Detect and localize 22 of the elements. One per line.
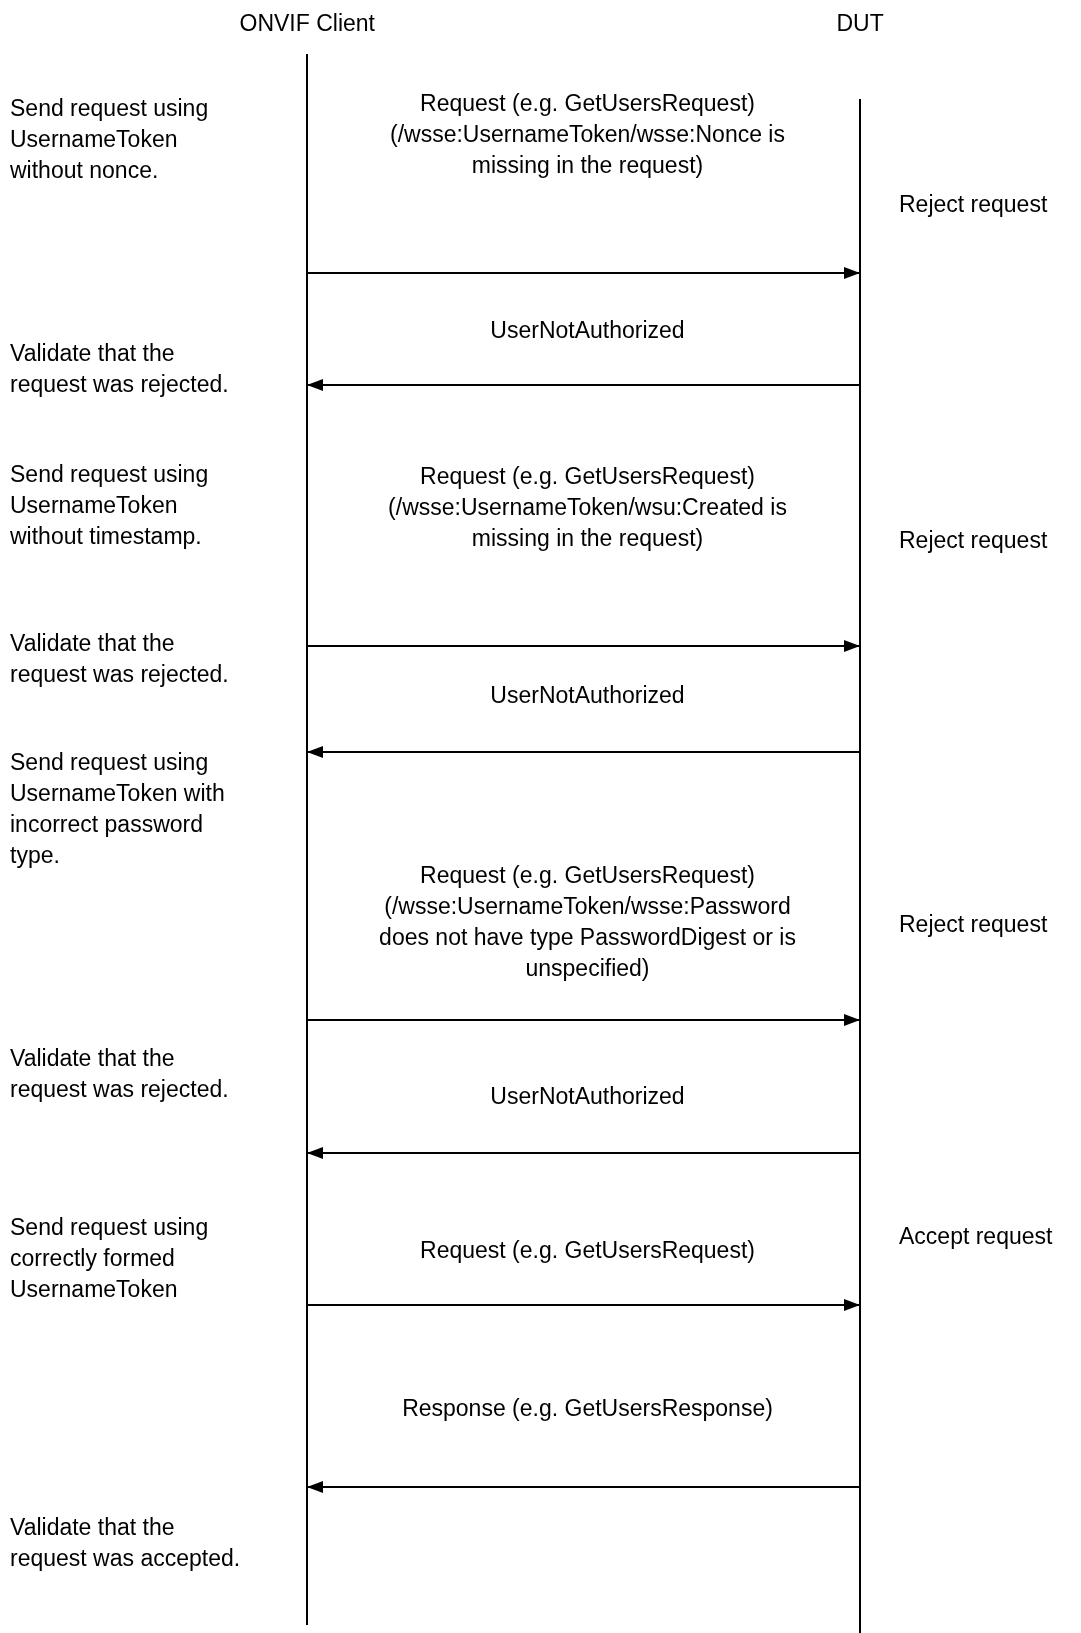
lifeline-header: ONVIF Client	[239, 9, 375, 38]
message-label: UserNotAuthorized	[489, 681, 686, 710]
device-step-note: Reject request	[899, 910, 1048, 939]
client-step-note: Validate that the request was rejected.	[10, 339, 230, 399]
message-label: Response (e.g. GetUsersResponse)	[401, 1394, 774, 1423]
device-step-note: Accept request	[899, 1222, 1053, 1251]
message-label: UserNotAuthorized	[489, 316, 686, 345]
client-step-note: Send request using UsernameToken without nonce.	[10, 94, 210, 185]
client-step-note: Send request using UsernameToken without timestamp.	[10, 460, 210, 551]
client-step-note: Send request using correctly formed UsernameToken	[10, 1213, 210, 1304]
client-step-note: Validate that the request was accepted.	[10, 1513, 242, 1573]
client-step-note: Validate that the request was rejected.	[10, 629, 230, 689]
message-label: UserNotAuthorized	[489, 1082, 686, 1111]
device-step-note: Reject request	[899, 526, 1048, 555]
lifeline-header: DUT	[836, 9, 884, 38]
client-step-note: Send request using UsernameToken with incorrect password type.	[10, 748, 226, 870]
client-step-note: Validate that the request was rejected.	[10, 1044, 230, 1104]
message-label: Request (e.g. GetUsersRequest) (/wsse:UsernameToken/wsu:Created is missing in the request)	[387, 462, 788, 553]
message-label: Request (e.g. GetUsersRequest)	[419, 1236, 756, 1265]
message-label: Request (e.g. GetUsersRequest) (/wsse:UsernameToken/wsse:Nonce is missing in the request)	[389, 89, 786, 180]
device-step-note: Reject request	[899, 190, 1048, 219]
message-label: Request (e.g. GetUsersRequest) (/wsse:UsernameToken/wsse:Password does not have type PasswordDigest or is unspecified)	[378, 861, 797, 983]
